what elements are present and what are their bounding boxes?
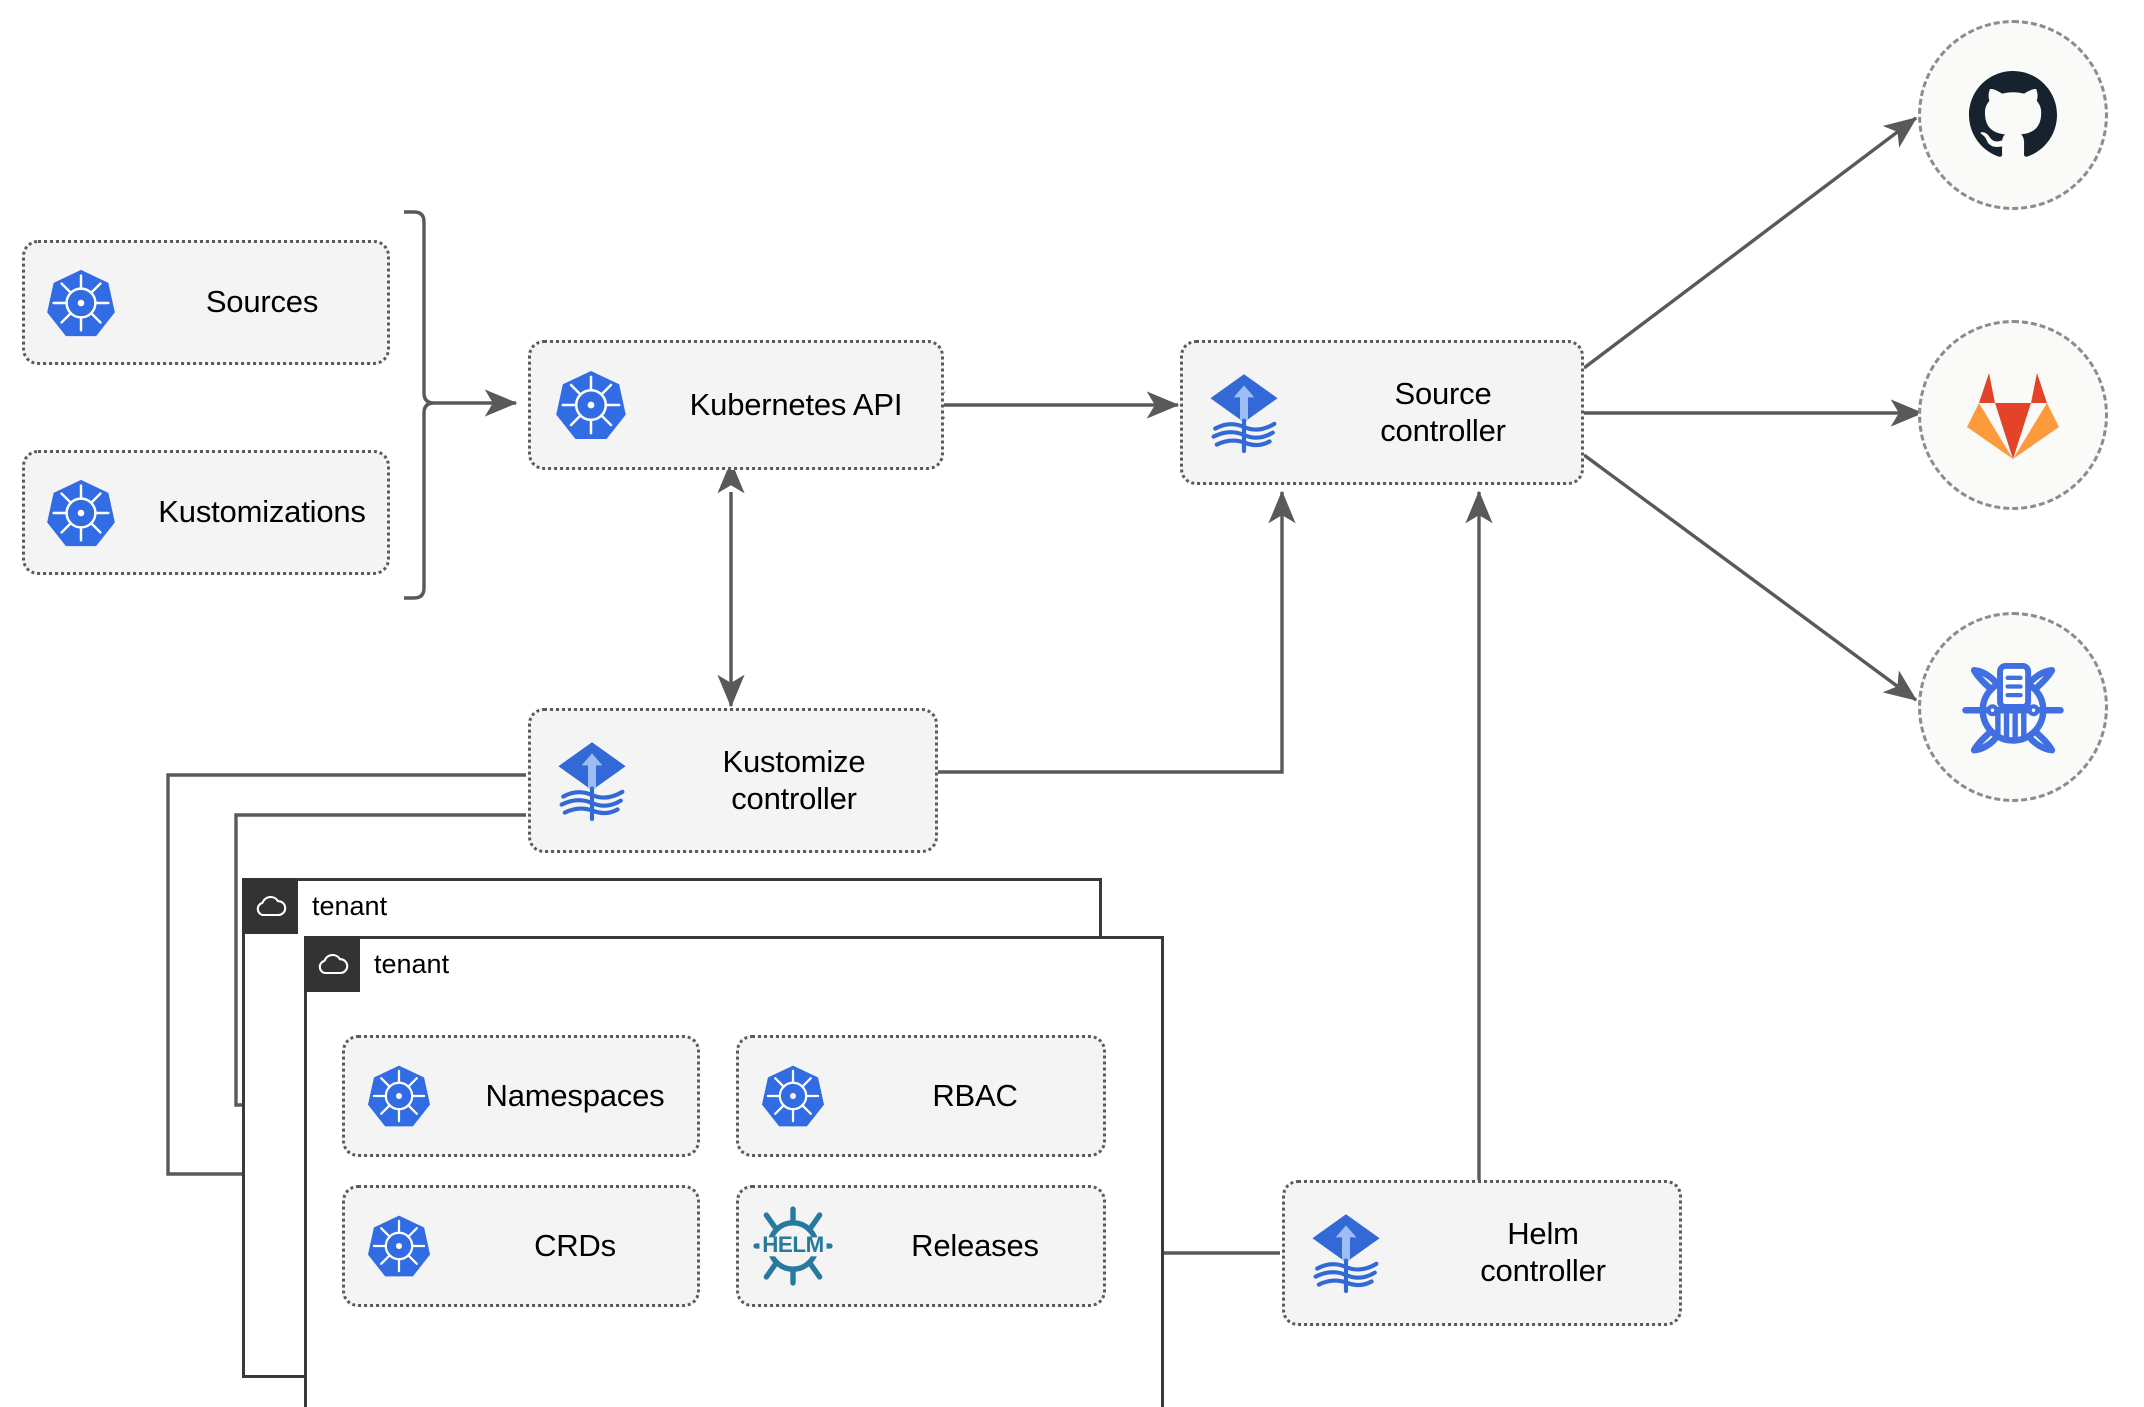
endpoint-github[interactable] bbox=[1918, 20, 2108, 210]
helm-wordmark: HELM bbox=[762, 1232, 824, 1257]
kubernetes-icon bbox=[345, 1213, 453, 1279]
edge-brace bbox=[404, 210, 435, 600]
helm-icon: HELM bbox=[739, 1203, 847, 1289]
node-releases[interactable]: HELM Releases bbox=[736, 1185, 1106, 1307]
cloud-icon bbox=[318, 954, 349, 975]
edge-kustomize-to-source bbox=[938, 490, 1296, 774]
tenant-frame-front bbox=[304, 936, 1164, 1407]
endpoint-gitlab[interactable] bbox=[1918, 320, 2108, 510]
node-sources[interactable]: Sources bbox=[22, 240, 390, 365]
cloud-icon bbox=[256, 896, 287, 917]
node-rbac[interactable]: RBAC bbox=[736, 1035, 1106, 1157]
node-source-controller[interactable]: Source controller bbox=[1180, 340, 1584, 485]
tenant-tab-front bbox=[304, 936, 360, 992]
kubernetes-icon bbox=[25, 477, 137, 549]
node-namespaces[interactable]: Namespaces bbox=[342, 1035, 700, 1157]
node-label: Kustomize controller bbox=[722, 743, 866, 816]
node-label: Source controller bbox=[1380, 375, 1506, 448]
tenant-label-back: tenant bbox=[312, 891, 388, 921]
node-crds[interactable]: CRDs bbox=[342, 1185, 700, 1307]
node-label: Kustomizations bbox=[158, 494, 366, 530]
tenant-label-front: tenant bbox=[374, 949, 450, 979]
node-label: Releases bbox=[911, 1227, 1039, 1263]
node-label: CRDs bbox=[534, 1227, 616, 1263]
flux-icon bbox=[1285, 1211, 1407, 1295]
edge-source-to-github bbox=[1582, 116, 1918, 370]
edge-source-to-bucket bbox=[1582, 453, 1918, 702]
node-label: Helm controller bbox=[1480, 1216, 1606, 1288]
tenant-tab-back bbox=[242, 878, 298, 934]
node-label: Sources bbox=[205, 284, 319, 320]
node-label: RBAC bbox=[932, 1077, 1018, 1113]
node-kubernetes-api[interactable]: Kubernetes API bbox=[528, 340, 944, 470]
gitlab-icon bbox=[1967, 373, 2059, 459]
node-kustomizations[interactable]: Kustomizations bbox=[22, 450, 390, 575]
endpoint-helm-repository[interactable] bbox=[1918, 612, 2108, 802]
node-label: Kubernetes API bbox=[689, 386, 903, 422]
kubernetes-icon bbox=[739, 1063, 847, 1129]
kubernetes-icon bbox=[531, 368, 651, 442]
node-kustomize-controller[interactable]: Kustomize controller bbox=[528, 708, 938, 853]
flux-icon bbox=[531, 739, 653, 823]
node-helm-controller[interactable]: Helm controller bbox=[1282, 1180, 1682, 1326]
kubernetes-icon bbox=[25, 267, 137, 339]
node-label: Namespaces bbox=[485, 1077, 665, 1113]
helm-repository-icon bbox=[1962, 662, 2064, 754]
kubernetes-icon bbox=[345, 1063, 453, 1129]
github-icon bbox=[1969, 71, 2057, 157]
flux-icon bbox=[1183, 371, 1305, 455]
